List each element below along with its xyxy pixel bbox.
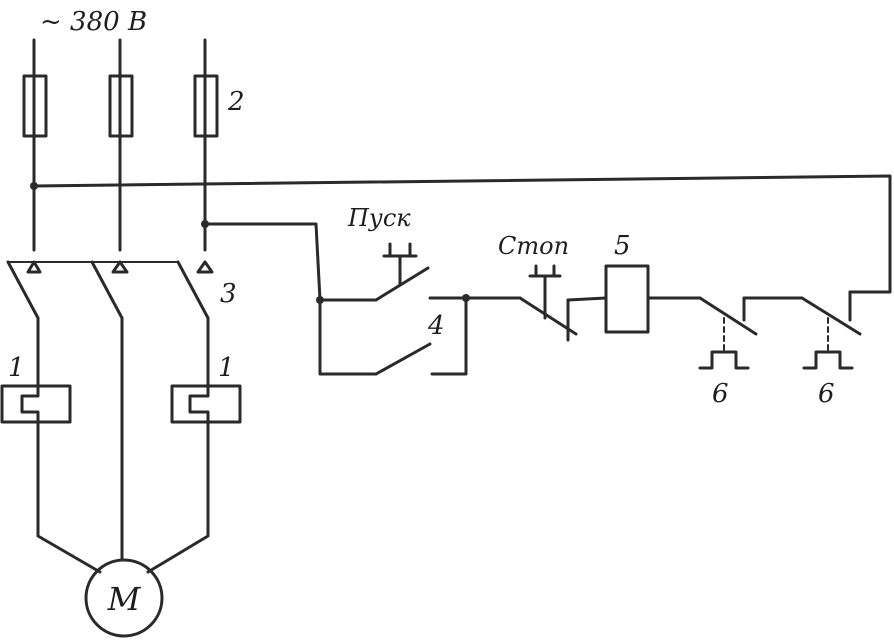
supply-voltage-label: ~ 380 В <box>40 7 147 37</box>
thermal-relay-right <box>170 382 242 428</box>
hold-contact <box>374 342 432 376</box>
control-wire-feed <box>203 222 322 302</box>
relay-right-label: 1 <box>218 353 235 383</box>
stop-button-label: Стоп <box>498 232 569 260</box>
knife-switch <box>6 260 214 320</box>
junction-dot-bus <box>30 182 38 190</box>
contactor-coil <box>604 264 650 334</box>
limit-switch-right-label: 6 <box>818 379 835 409</box>
motor-label: М <box>107 580 142 618</box>
motor-feed-wires <box>36 316 210 562</box>
hold-wire-right <box>430 296 468 376</box>
stop-button <box>518 264 578 342</box>
junction-dot-hold <box>462 294 470 302</box>
fuse-group <box>22 74 219 138</box>
control-bus-top <box>32 174 892 294</box>
motor-wire-3 <box>146 424 210 574</box>
fuse-phase-2 <box>108 74 134 138</box>
limit-switch-left-label: 6 <box>712 379 729 409</box>
relay-left-label: 1 <box>8 353 25 383</box>
start-button-label: Пуск <box>347 204 411 232</box>
hold-contact-label: 4 <box>427 311 445 341</box>
motor-symbol <box>84 558 164 638</box>
thermal-relay-left <box>0 382 72 428</box>
motor-wire-1 <box>36 424 102 574</box>
hold-wire-left <box>318 298 378 376</box>
fuse-phase-3 <box>193 74 219 138</box>
phase-wires <box>32 38 207 252</box>
coil-wire-in <box>566 296 608 302</box>
limit-switch-left <box>698 296 758 370</box>
coil-label: 5 <box>614 231 631 261</box>
fuse-label: 2 <box>227 87 245 117</box>
fuse-phase-1 <box>22 74 48 138</box>
switch-label: 3 <box>220 279 237 309</box>
limit-switch-right <box>800 290 862 370</box>
start-button <box>374 242 430 302</box>
